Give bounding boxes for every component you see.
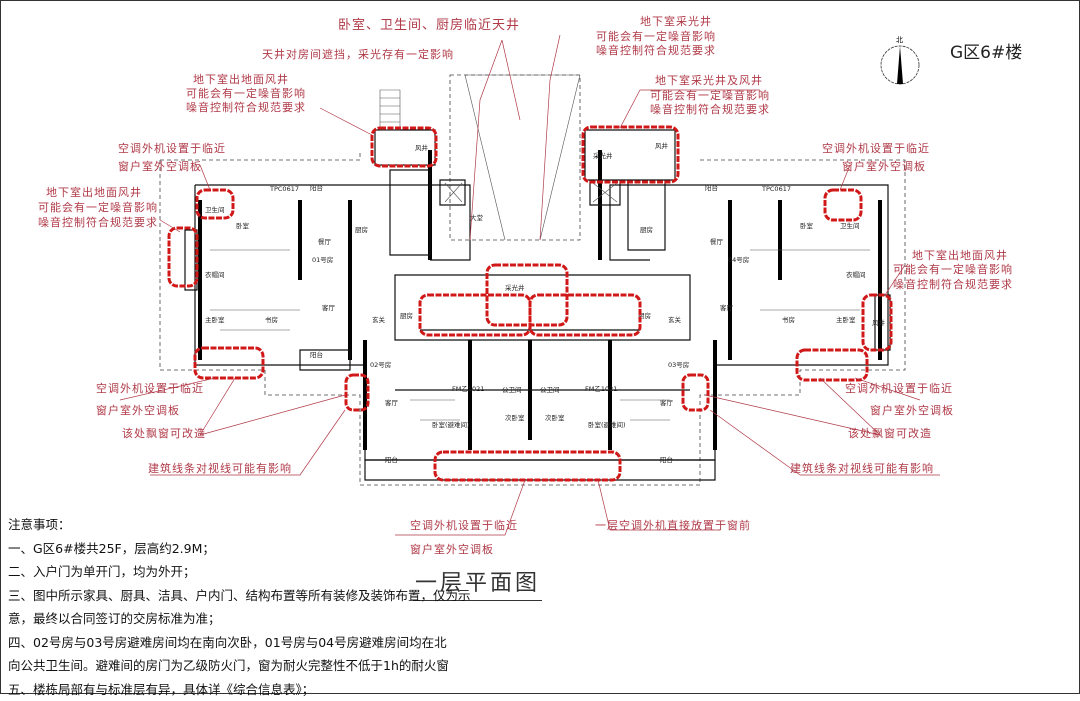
- room-secondary-1: 次卧室: [505, 413, 525, 422]
- room-living-1: 客厅: [322, 303, 336, 312]
- room-balcony-5: 阳台: [660, 455, 673, 464]
- room-bedroom-2: 卧室: [800, 221, 814, 230]
- room-unit02: 02号房: [370, 360, 391, 369]
- annotation-right-ac-1: 空调外机设置于临近: [822, 141, 930, 155]
- annotation-right-shaft-2: 可能会有一定噪音影响: [893, 262, 1013, 276]
- room-master-1: 主卧室: [205, 315, 225, 324]
- annotation-top-left-shaft-2: 可能会有一定噪音影响: [186, 86, 306, 100]
- annotation-bottom-right-lines: 建筑线条对视线可能有影响: [790, 461, 934, 475]
- annotation-ground-floor-ac: 一层空调外机直接放置于窗前: [595, 518, 751, 532]
- annotation-courtyard-adjacent: 卧室、卫生间、厨房临近天井: [338, 17, 520, 33]
- annotation-top-left-shaft-1: 地下室出地面风井: [193, 72, 289, 86]
- room-bath-1: 卫生间: [205, 205, 225, 214]
- room-closet-1: 衣帽间: [205, 270, 225, 279]
- room-shaft-1: 风井: [415, 143, 429, 152]
- annotation-left-shaft-1: 地下室出地面风井: [46, 185, 142, 199]
- room-living-3: 客厅: [385, 398, 399, 407]
- room-kitchen-2: 厨房: [640, 225, 653, 234]
- annotation-bottom-left-bay: 该处飘窗可改造: [122, 426, 206, 440]
- room-study-2: 书房: [782, 315, 795, 324]
- building-walls: [185, 75, 890, 480]
- building-label: G区6#楼: [950, 38, 1022, 63]
- room-labels: 大堂 01号房 02号房 03号房 04号房 卧室 卧室 主卧室 主卧室 卫生间…: [205, 141, 886, 464]
- room-study-1: 书房: [265, 315, 278, 324]
- annotation-left-shaft-2: 可能会有一定噪音影响: [38, 200, 158, 214]
- room-balcony-4: 阳台: [385, 455, 398, 464]
- room-secondary-2: 次卧室: [545, 413, 565, 422]
- room-public-bath-1: 公卫间: [502, 386, 522, 394]
- room-balcony-3: 阳台: [310, 350, 323, 359]
- room-living-2: 客厅: [720, 303, 734, 312]
- annotation-right-ac-2: 窗户室外空调板: [842, 159, 926, 173]
- annotation-right-shaft-1: 地下室出地面风井: [912, 248, 1008, 262]
- north-label: 北: [896, 36, 903, 44]
- notes-heading: 注意事项：: [8, 513, 471, 537]
- room-balcony-1: 阳台: [310, 183, 323, 192]
- annotation-lightwell-shaft-2: 可能会有一定噪音影响: [650, 88, 770, 102]
- window-tag-2: TPC0617: [761, 185, 791, 193]
- window-tag-1: TPC0617: [269, 185, 299, 193]
- note-item: 四、02号房与03号房避难房间均在南向次卧，01号房与04号房避难房间均在北: [8, 631, 471, 655]
- room-foyer-1: 玄关: [372, 315, 386, 324]
- room-dining-2: 餐厅: [710, 237, 724, 246]
- north-arrow-icon: 北: [881, 36, 919, 84]
- note-item: 意，最终以合同签订的交房标准为准；: [8, 607, 471, 631]
- annotation-bottom-right-ac-2: 窗户室外空调板: [870, 403, 954, 417]
- note-item: 二、入户门为单开门，均为外开；: [8, 560, 471, 584]
- room-unit03: 03号房: [668, 360, 689, 369]
- site-outline: [160, 75, 905, 485]
- annotation-bottom-left-ac-2: 窗户室外空调板: [96, 403, 180, 417]
- note-item: 三、图中所示家具、厨具、洁具、户内门、结构布置等所有装修及装饰布置，仅为示: [8, 584, 471, 608]
- room-foyer-2: 玄关: [668, 315, 682, 324]
- room-bedroom-1: 卧室: [236, 221, 250, 230]
- annotation-left-ac-1: 空调外机设置于临近: [118, 141, 226, 155]
- room-kitchen-3: 厨房: [400, 311, 413, 320]
- annotation-top-left-shaft-3: 噪音控制符合规范要求: [186, 100, 306, 114]
- note-item: 一、G区6#楼共25F，层高约2.9M；: [8, 537, 471, 561]
- room-unit01: 01号房: [312, 255, 333, 264]
- room-master-2: 主卧室: [836, 315, 856, 324]
- room-unit04: 04号房: [728, 255, 749, 264]
- annotation-lightwell-3: 噪音控制符合规范要求: [596, 43, 716, 57]
- annotation-courtyard-shading: 天井对房间遮挡，采光存有一定影响: [262, 47, 454, 61]
- annotation-right-shaft-3: 噪音控制符合规范要求: [893, 277, 1013, 291]
- room-shaft-2: 风井: [655, 141, 669, 150]
- room-lightwell-2: 采光井: [505, 283, 525, 292]
- room-closet-2: 衣帽间: [846, 270, 866, 279]
- annotation-lightwell-shaft-3: 噪音控制符合规范要求: [650, 102, 770, 116]
- note-item: 向公共卫生间。避难间的房门为乙级防火门，窗为耐火完整性不低于1h的耐火窗: [8, 654, 471, 678]
- room-dining-1: 餐厅: [318, 237, 332, 246]
- room-lightwell: 采光井: [593, 151, 613, 160]
- annotation-lightwell-2: 可能会有一定噪音影响: [596, 29, 716, 43]
- note-item: 五、楼栋局部有与标准层有异，具体详《综合信息表》；: [8, 678, 471, 701]
- room-balcony-2: 阳台: [705, 183, 718, 192]
- notes-section: 注意事项： 一、G区6#楼共25F，层高约2.9M； 二、入户门为单开门，均为外…: [8, 513, 471, 701]
- annotation-left-ac-2: 窗户室外空调板: [118, 159, 202, 173]
- annotation-bottom-left-ac-1: 空调外机设置于临近: [96, 381, 204, 395]
- annotation-bottom-right-bay: 该处飘窗可改造: [848, 426, 932, 440]
- room-living-4: 客厅: [660, 398, 674, 407]
- annotation-lightwell-shaft-1: 地下室采光井及风井: [655, 73, 763, 87]
- annotation-lightwell-1: 地下室采光井: [640, 14, 712, 28]
- room-refuge-2: 卧室(避难间): [588, 420, 626, 429]
- room-shaft-3: 风井: [872, 318, 886, 327]
- room-refuge-1: 卧室(避难间): [432, 420, 470, 429]
- room-public-bath-2: 公卫间: [540, 386, 560, 394]
- room-bath-2: 卫生间: [840, 221, 860, 230]
- annotation-bottom-right-ac-1: 空调外机设置于临近: [845, 381, 953, 395]
- annotation-left-shaft-3: 噪音控制符合规范要求: [38, 215, 158, 229]
- annotation-bottom-left-lines: 建筑线条对视线可能有影响: [148, 461, 292, 475]
- room-kitchen-1: 厨房: [355, 225, 368, 234]
- door-tag-1: FM乙1021: [452, 385, 484, 393]
- door-tag-2: FM乙1021: [585, 385, 617, 393]
